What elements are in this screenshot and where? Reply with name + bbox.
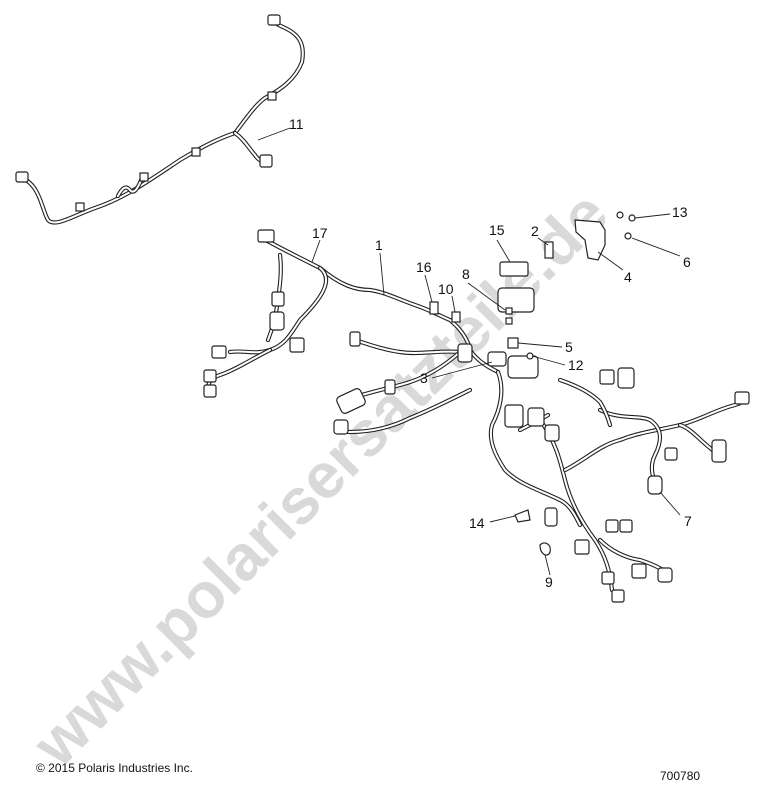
callout-4: 4: [624, 269, 632, 285]
harness-11: [15, 14, 305, 225]
connectors: [203, 211, 750, 603]
callout-11: 11: [289, 116, 304, 132]
diagram-number: 700780: [660, 769, 700, 783]
callout-7: 7: [684, 513, 692, 529]
callout-15: 15: [489, 222, 505, 238]
callout-13: 13: [672, 204, 688, 220]
callout-5: 5: [565, 339, 573, 355]
callout-12: 12: [568, 357, 584, 373]
callout-1: 1: [375, 237, 383, 253]
callout-10: 10: [438, 281, 454, 297]
callout-6: 6: [683, 254, 691, 270]
callout-8: 8: [462, 266, 470, 282]
callout-17: 17: [312, 225, 328, 241]
copyright-text: © 2015 Polaris Industries Inc.: [36, 761, 193, 775]
callout-2: 2: [531, 223, 539, 239]
callout-9: 9: [545, 574, 553, 590]
callout-16: 16: [416, 259, 432, 275]
callouts: 1 2 3 4 5 6 7 8 9 10 11 12 13 14 15 16 1…: [289, 116, 692, 590]
callout-3: 3: [420, 370, 428, 386]
leader-lines: [257, 127, 681, 576]
callout-14: 14: [469, 515, 485, 531]
